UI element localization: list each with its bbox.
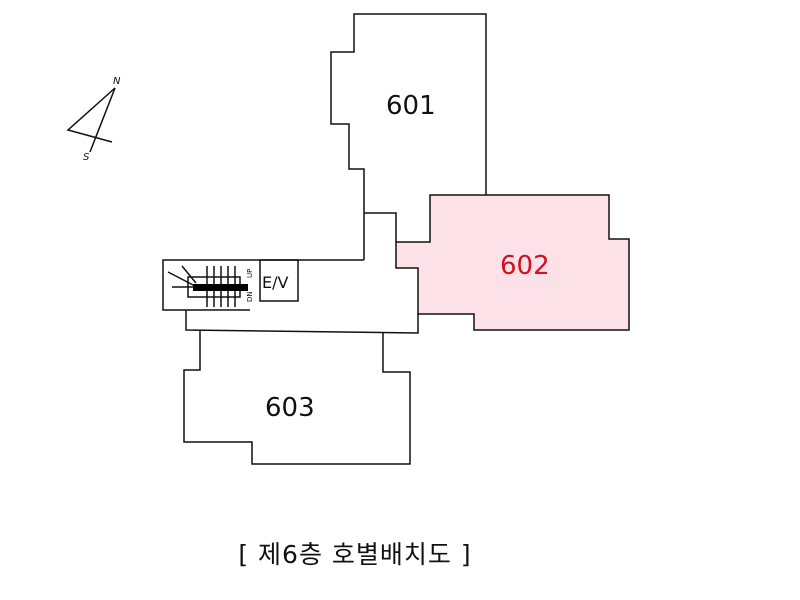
elevator-label: E/V [262,273,289,292]
compass-north-label: N [113,76,121,87]
unit-601-label: 601 [386,91,436,121]
unit-601-outline[interactable] [330,13,487,260]
corridor-outline [364,212,397,242]
elevator-box [259,259,299,302]
stair-icon [167,265,248,307]
compass-south-label: S [83,152,90,163]
unit-602-label: 602 [500,251,550,281]
compass-icon [66,87,116,153]
unit-602-area[interactable] [395,194,630,331]
corridor-outline [185,310,419,334]
stair-down-label: DN [246,291,254,302]
unit-603-outline[interactable] [183,331,411,465]
stair-up-label: UP [246,269,254,278]
floor-plan-title: [ 제6층 호별배치도 ] [238,540,472,569]
unit-603-label: 603 [265,393,315,423]
